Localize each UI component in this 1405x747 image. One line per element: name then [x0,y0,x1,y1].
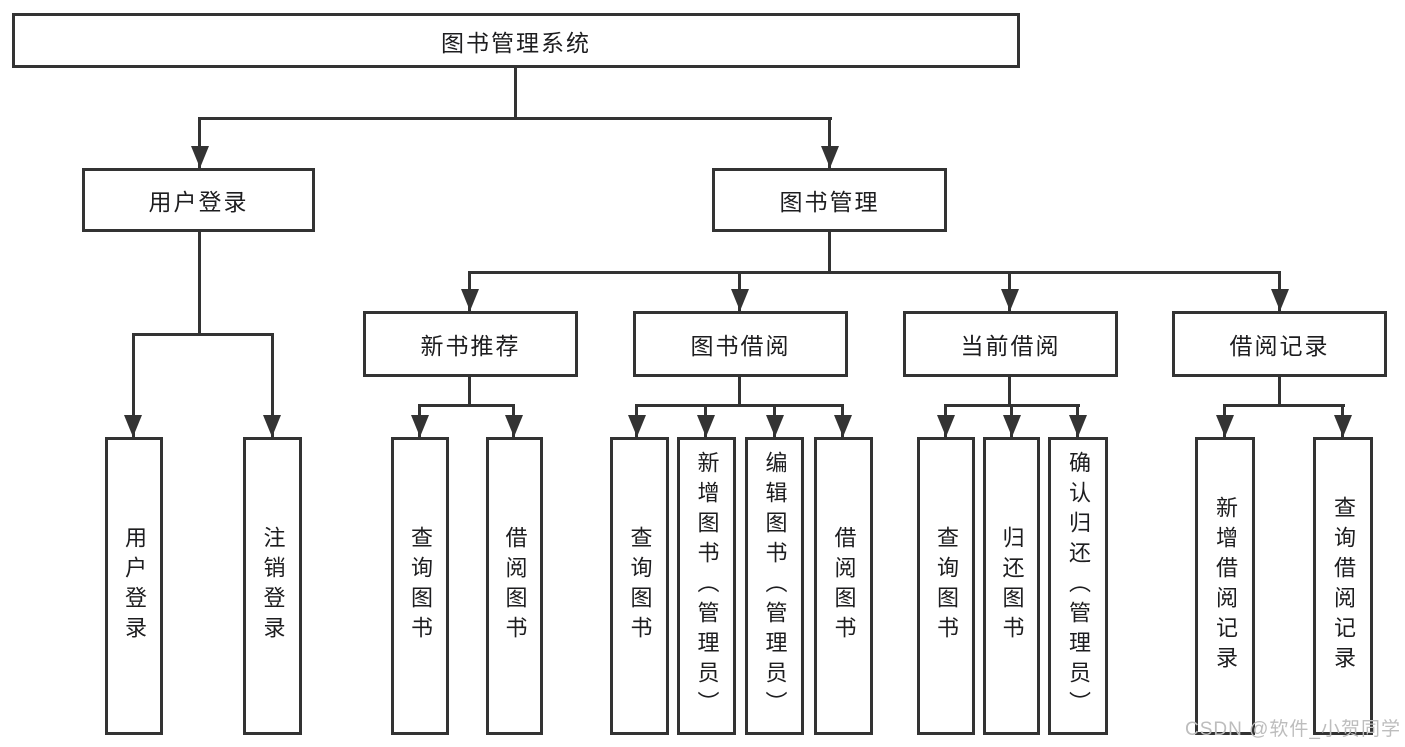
connector-records-bar [1223,404,1345,407]
leaf-confirm-return-admin-label: 确认归还（管理员） [1066,451,1091,721]
leaf-query-books-borrowing: 查询图书 [610,437,669,735]
connector-records-stem [1278,377,1281,407]
node-current-borrowing: 当前借阅 [903,311,1118,377]
leaf-query-books-borrowing-label: 查询图书 [627,526,653,646]
arrowhead-icon [1271,289,1289,311]
leaf-user-login: 用户登录 [105,437,163,735]
arrowhead-icon [1334,415,1352,437]
node-user-login: 用户登录 [82,168,315,232]
arrowhead-icon [697,415,715,437]
arrowhead-icon [124,415,142,437]
leaf-add-books-admin-label: 新增图书（管理员） [694,451,720,721]
leaf-user-login-label: 用户登录 [122,526,147,646]
connector-l3-bar [468,271,1281,274]
connector-l1-bar [198,117,832,120]
arrowhead-icon [834,415,852,437]
connector-recommend-stem [468,377,471,407]
arrowhead-icon [628,415,646,437]
leaf-edit-books-admin-label: 编辑图书（管理员） [762,451,788,721]
connector-userlogin-bar [132,333,274,336]
connector-bookmgmt-stem [828,232,831,274]
leaf-query-borrow-record: 查询借阅记录 [1313,437,1373,735]
arrowhead-icon [766,415,784,437]
arrowhead-icon [191,146,209,168]
leaf-return-books-label: 归还图书 [999,526,1025,646]
node-borrowing-records-label: 借阅记录 [1229,333,1330,359]
node-book-borrowing-label: 图书借阅 [690,333,791,359]
connector-l1-drop-right [828,117,831,168]
node-root: 图书管理系统 [12,13,1020,68]
leaf-query-books-current: 查询图书 [917,437,975,735]
connector-recommend-bar [418,404,515,407]
arrowhead-icon [263,415,281,437]
arrowhead-icon [1216,415,1234,437]
arrowhead-icon [731,289,749,311]
connector-current-stem [1008,377,1011,407]
connector-borrowing-bar [635,404,844,407]
leaf-add-borrow-record: 新增借阅记录 [1195,437,1255,735]
connector-borrowing-stem [738,377,741,407]
arrowhead-icon [937,415,955,437]
leaf-confirm-return-admin: 确认归还（管理员） [1048,437,1108,735]
arrowhead-icon [821,146,839,168]
leaf-borrow-books-borrowing: 借阅图书 [814,437,873,735]
leaf-edit-books-admin: 编辑图书（管理员） [745,437,804,735]
leaf-query-books-recommend: 查询图书 [391,437,449,735]
node-user-login-label: 用户登录 [148,189,249,215]
node-borrowing-records: 借阅记录 [1172,311,1387,377]
connector-l1-drop-left [198,117,201,168]
leaf-query-borrow-record-label: 查询借阅记录 [1331,496,1356,676]
node-book-management: 图书管理 [712,168,947,232]
arrowhead-icon [461,289,479,311]
leaf-logout: 注销登录 [243,437,302,735]
leaf-borrow-books-recommend-label: 借阅图书 [502,526,528,646]
connector-userlogin-stem [198,232,201,336]
arrowhead-icon [1003,415,1021,437]
leaf-query-books-recommend-label: 查询图书 [408,526,433,646]
node-book-management-label: 图书管理 [779,189,880,215]
arrowhead-icon [411,415,429,437]
leaf-borrow-books-borrowing-label: 借阅图书 [831,526,857,646]
node-current-borrowing-label: 当前借阅 [960,333,1061,359]
node-new-book-recommend-label: 新书推荐 [420,333,521,359]
leaf-borrow-books-recommend: 借阅图书 [486,437,543,735]
leaf-add-books-admin: 新增图书（管理员） [677,437,736,735]
csdn-watermark: CSDN @软件_小贺同学 [1185,719,1401,740]
arrowhead-icon [505,415,523,437]
leaf-return-books: 归还图书 [983,437,1040,735]
arrowhead-icon [1001,289,1019,311]
leaf-query-books-current-label: 查询图书 [934,526,959,646]
connector-userlogin-drop-1 [132,333,135,437]
connector-root-stem [514,68,517,120]
leaf-add-borrow-record-label: 新增借阅记录 [1213,496,1238,676]
node-book-borrowing: 图书借阅 [633,311,848,377]
leaf-logout-label: 注销登录 [260,526,286,646]
connector-userlogin-drop-2 [271,333,274,437]
node-new-book-recommend: 新书推荐 [363,311,578,377]
arrowhead-icon [1069,415,1087,437]
node-root-label: 图书管理系统 [441,29,591,56]
